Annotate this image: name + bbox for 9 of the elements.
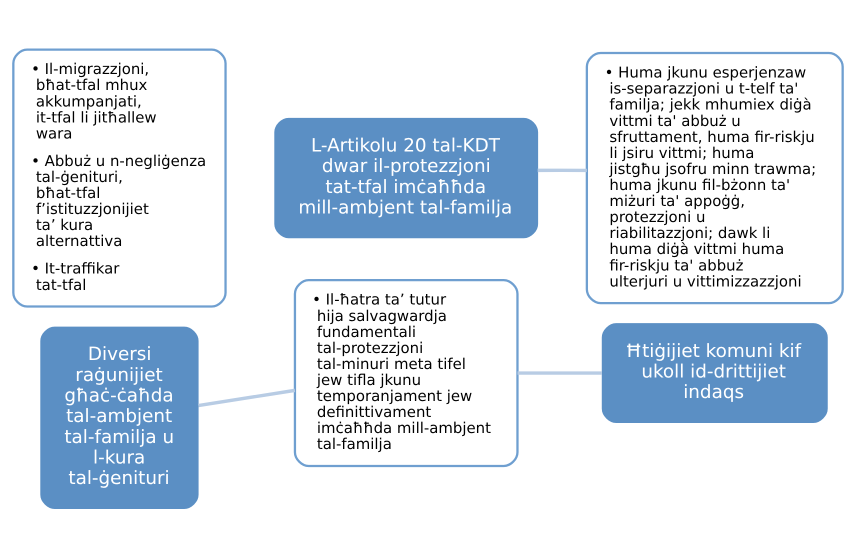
node-box: Ħtiġijiet komuni kif ukoll id-drittijiet indaqs	[602, 322, 828, 422]
node-box: • Il-migrazzjoni, bħat-tfal mhux akkumpanjati, it-tfal li jitħallew wara • Abbuż u n-negliġenza tal-ġenituri, bħat-tfal f’istituzzjonijiet ta’ kura alternattiva • It-traffikar tat-tfal	[12, 48, 227, 308]
connector	[198, 388, 296, 407]
node-box: Diversi raġunijiet għaċ-ċaħda tal-ambjent tal-familja u l-kura tal-ġenituri	[40, 326, 199, 508]
node-box: L-Artikolu 20 tal-KDT dwar il-protezzjoni tat-tfal imċaħħda mill-ambjent tal-familja	[274, 117, 538, 238]
connector	[538, 168, 587, 172]
connector	[518, 370, 602, 374]
node-box: • Il-ħatra ta’ tutur hija salvagwardja fundamentali tal-protezzjoni tal-minuri meta tifel jew tifla jkunu temporanjament jew definittivament imċaħħda mill-ambjent tal-familja	[294, 278, 519, 467]
node-box: • Huma jkunu esperjenzaw is-separazzjoni u t-telf ta' familja; jekk mhumiex diġà vittmi ta' abbuż u sfruttament, huma fir-riskju li jsiru vittmi; huma jistgħu jsofru minn trawma; huma jkunu fil-bżonn ta' miżuri ta' appoġġ, protezzjoni u riabilitazzjoni; dawk li huma diġà vittmi huma fir-riskju ta' abbuż ulterjuri u vittimizzazzjoni	[586, 51, 844, 304]
